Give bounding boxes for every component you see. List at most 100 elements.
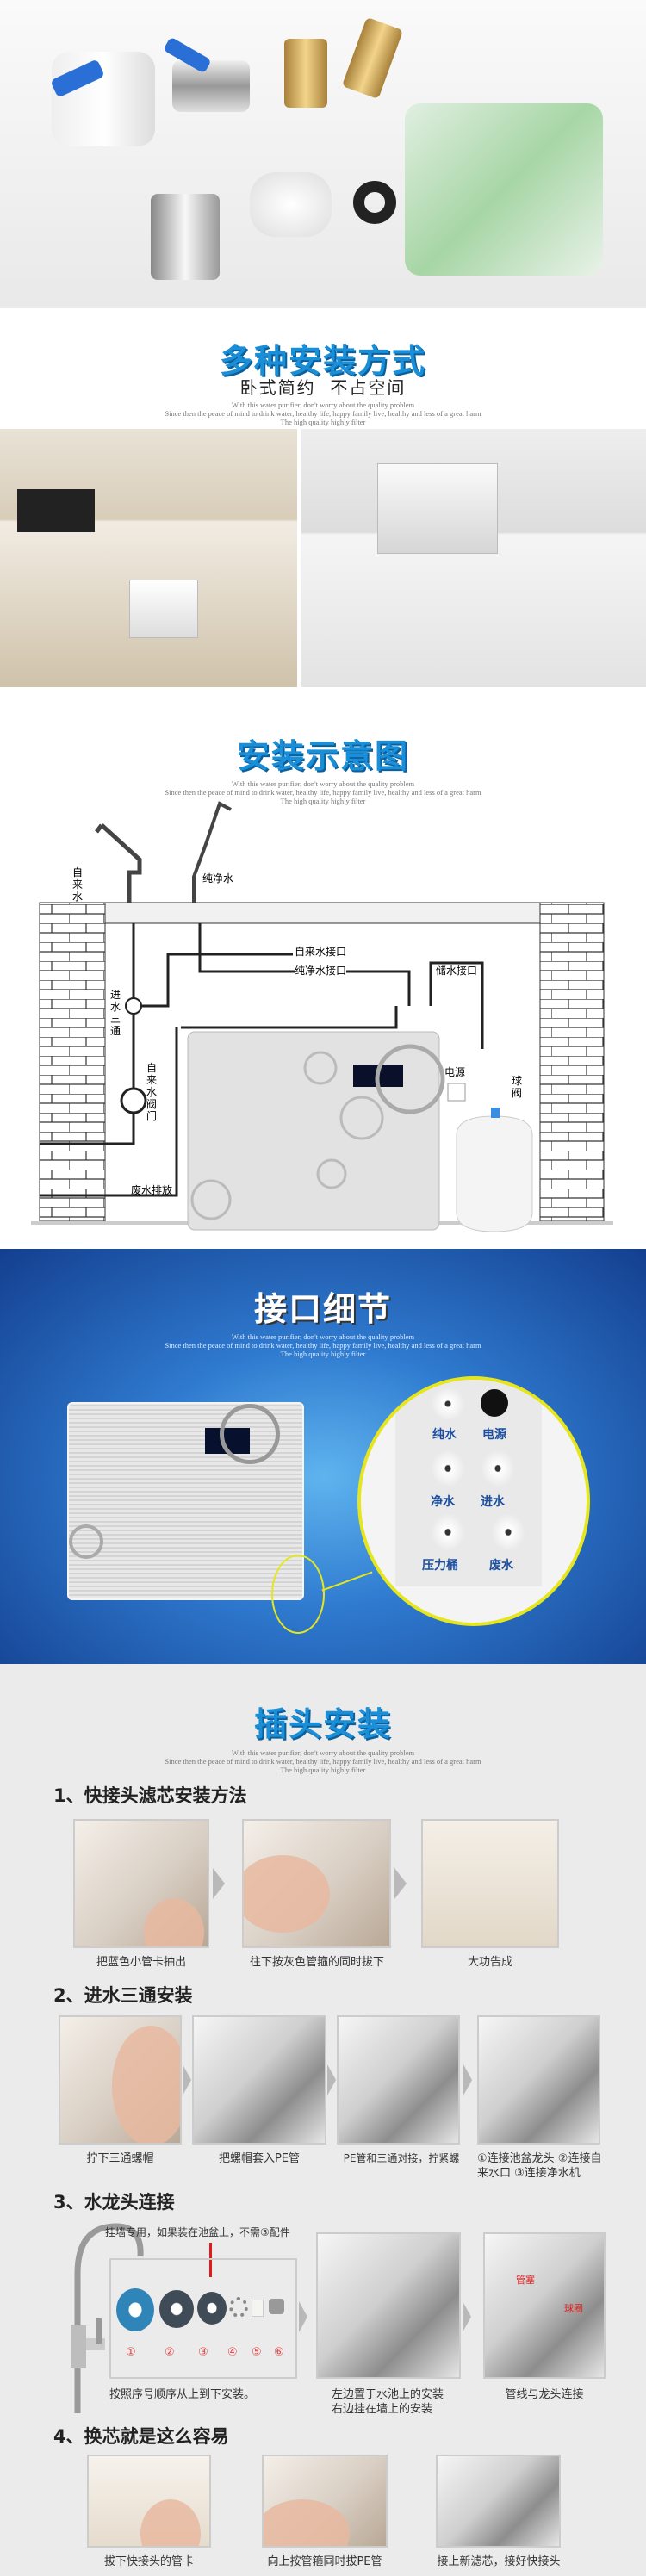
accessories-section [0,0,646,308]
label-pure-inlet: 纯净水接口 [295,965,347,978]
power-jack [481,1389,508,1417]
next-arrow-icon [183,2064,191,2095]
tee-connector-image [250,172,332,237]
step-caption: ①连接池盆龙头 ②连接自来水口 ③连接净水机 [477,2152,602,2180]
port-fitting [431,1449,465,1487]
countertop [104,902,541,924]
port-closeup [357,1376,590,1626]
parts-box [109,2258,297,2379]
filter-bag-image [405,103,603,276]
section-title: 接口细节 [253,1290,392,1328]
guide-section: 插头安装 With this water purifier, don't wor… [0,1664,646,2576]
port-labels: 纯水 电源 净水 进水 压力桶 废水 [422,1382,534,1598]
part-number: ① [126,2346,136,2359]
step-caption: 把蓝色小管卡抽出 [96,1956,186,1969]
ball-valve-image [172,60,250,112]
port-zoom-marker [271,1555,325,1634]
next-arrow-icon [463,2301,471,2332]
red-arrow-icon [209,2243,212,2277]
port-label: 压力桶 [422,1559,458,1573]
section-subtitle: 卧式简约 不占空间 [239,377,407,398]
purifier-unit [187,1031,440,1231]
tagline-line: Since then the peace of mind to drink wa… [165,1341,481,1350]
kitchen-photo-left [0,429,297,687]
tagline-line: The high quality highly filter [280,418,366,426]
port-fitting [431,1387,465,1421]
step-photo [436,2455,561,2548]
tagline-line: Since then the peace of mind to drink wa… [165,409,481,418]
port-zoom-line [321,1571,373,1592]
step-caption: 向上按管箍同时拔PE管 [267,2555,382,2568]
install-modes-section: 多种安装方式 卧式简约 不占空间 With this water purifie… [0,308,646,696]
step-photo [192,2015,326,2145]
tee-valve-image [52,52,155,146]
faucet-note: 挂墙专用，如果装在池盆上，不需③配件 [105,2226,290,2238]
brass-fitting-image [341,16,404,100]
step-heading: 4、换芯就是这么容易 [53,2426,229,2447]
step-caption: 左边置于水池上的安装 右边挂在墙上的安装 [332,2388,444,2416]
step-caption: PE管和三通对接，拧紧螺 [343,2152,460,2164]
kitchen-photo-right [301,429,646,687]
tagline-line: With this water purifier, don't worry ab… [231,400,415,409]
label-valve: 自来水阀门 [146,1062,158,1122]
part-sleeve [252,2300,264,2317]
decor-circle [220,1404,280,1464]
part-number: ② [165,2346,175,2359]
oven-image [17,489,95,532]
purifier-image [129,580,198,638]
part-number: ⑤ [252,2346,262,2359]
step-photo: 管塞 球圈 [483,2232,606,2379]
chrome-connector-image [151,194,220,280]
step-heading: 3、水龙头连接 [53,2192,175,2213]
tagline-line: With this water purifier, don't worry ab… [231,779,415,788]
english-tagline: With this water purifier, don't worry ab… [0,1748,646,1774]
tagline-line: Since then the peace of mind to drink wa… [165,788,481,797]
label-ball-valve: 球阀 [512,1075,523,1099]
step-caption: 管线与龙头连接 [505,2388,584,2401]
part-number: ⑥ [274,2346,284,2359]
next-arrow-icon [394,1868,407,1899]
label-tap-water: 自来水 [72,866,84,903]
purifier-image [377,463,498,554]
english-tagline: With this water purifier, don't worry ab… [0,400,646,426]
pure-faucet [192,801,232,903]
step-photo [337,2015,460,2145]
step-caption: 拔下快接头的管卡 [103,2555,194,2568]
port-label: 电源 [482,1428,506,1442]
tap-valve [120,1087,147,1114]
next-arrow-icon [327,2064,336,2095]
next-arrow-icon [213,1868,225,1899]
part-lockwasher [229,2297,248,2318]
photo-label: 管塞 [516,2275,535,2286]
install-diagram [31,801,613,1232]
step-caption: 往下按灰色管箍的同时拔下 [249,1956,384,1969]
port-fitting [431,1513,465,1551]
step-photo [73,1819,209,1948]
tee-valve [125,997,142,1015]
label-pure-water: 纯净水 [202,872,234,885]
decor-circle [69,1524,103,1559]
step-photo [87,2455,211,2548]
label-tap-inlet: 自来水接口 [295,946,347,959]
part-washer [159,2290,194,2328]
tagline-line: With this water purifier, don't worry ab… [231,1332,415,1341]
tagline-line: The high quality highly filter [280,1766,366,1774]
tagline-line: With this water purifier, don't worry ab… [231,1748,415,1757]
right-wall [539,902,605,1222]
label-drain: 废水排放 [131,1184,173,1196]
part-washer [116,2288,154,2331]
port-panel [395,1380,542,1586]
part-number: ③ [198,2346,208,2359]
label-power: 电源 [444,1066,466,1078]
label-storage-inlet: 储水接口 [436,965,478,978]
port-label: 纯水 [432,1428,457,1442]
step-caption: 接上新滤芯，接好快接头 [437,2555,561,2568]
step-photo [316,2232,461,2379]
section-title: 插头安装 [253,1705,392,1743]
left-wall [39,902,106,1222]
step-photo [242,1819,391,1948]
purifier-image [67,1402,304,1600]
step-caption: 按照序号顺序从上到下安装。 [109,2388,256,2401]
brass-fitting-image [284,39,327,108]
